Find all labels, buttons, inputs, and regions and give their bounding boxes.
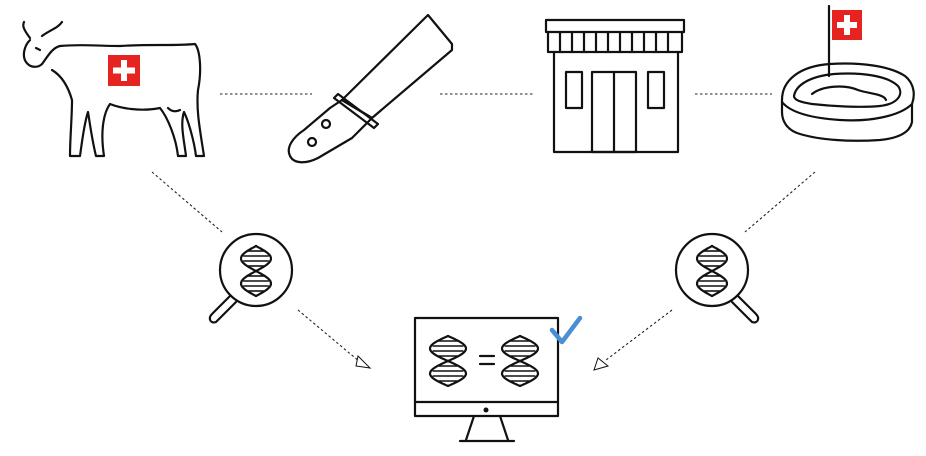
steak-icon [780,4,915,142]
magnifier-dna-icon [208,232,294,324]
monitor-dna-match-icon [413,315,583,443]
connector-line [151,171,223,233]
connector-line [297,309,361,363]
magnifier-dna-icon [674,232,760,324]
dna-icon [428,334,468,388]
dna-icon [500,334,540,388]
dna-strand [239,244,273,298]
dna-icon [239,244,273,298]
arrowhead-icon [355,354,372,369]
checkmark-icon [549,315,583,345]
cow-icon [22,20,206,158]
equals-icon [478,354,496,366]
cleaver-icon [287,13,454,164]
swiss-flag-icon [832,10,862,40]
swiss-flag-icon [108,55,140,86]
dna-strand [500,334,540,388]
connector-line [744,171,816,233]
dna-icon [695,244,729,298]
shop-icon [544,18,686,154]
arrowhead-icon [593,357,610,371]
connector-line [605,309,673,361]
dna-strand [428,334,468,388]
dna-strand [695,244,729,298]
